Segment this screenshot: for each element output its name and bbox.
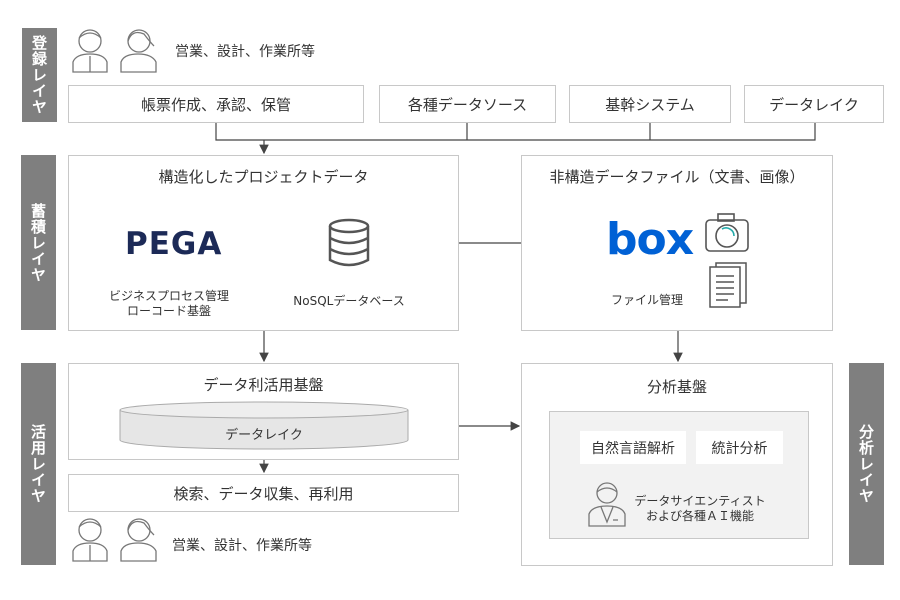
source-forms: 帳票作成、承認、保管 [68, 85, 364, 123]
box-logo: box [606, 214, 694, 265]
layer-use: 活用レイヤ [21, 363, 56, 565]
pega-caption: ビジネスプロセス管理ローコード基盤 [108, 289, 229, 318]
data-scientist-caption: データサイエンティストおよび各種ＡＩ機能 [634, 494, 766, 523]
structured-data-box: 構造化したプロジェクトデータ PEGA ビジネスプロセス管理ローコード基盤 No… [68, 155, 459, 331]
document-icon [709, 262, 747, 308]
users-icon-bottom [72, 518, 157, 562]
analysis-platform-box: 分析基盤 自然言語解析 統計分析 データサイエンティストおよび各種ＡＩ機能 [521, 363, 833, 566]
source-data-lake: データレイク [744, 85, 884, 123]
unstructured-data-box: 非構造データファイル（文書、画像） box ファイル管理 [521, 155, 833, 331]
layer-register: 登録レイヤ [22, 28, 57, 122]
layer-store: 蓄積レイヤ [21, 155, 56, 330]
camera-icon [705, 213, 749, 252]
statistics-box: 統計分析 [696, 431, 783, 464]
search-collect-reuse-box: 検索、データ収集、再利用 [68, 474, 459, 512]
database-icon [328, 218, 370, 267]
layer-analysis: 分析レイヤ [849, 363, 884, 565]
structured-title: 構造化したプロジェクトデータ [158, 168, 369, 186]
pega-logo: PEGA [125, 226, 223, 262]
data-lake-label: データレイク [225, 428, 303, 443]
data-lake-cylinder [119, 401, 409, 450]
nosql-caption: NoSQLデータベース [293, 294, 405, 308]
users-icon [72, 29, 157, 73]
unstructured-title: 非構造データファイル（文書、画像） [549, 168, 805, 186]
analysis-inner-panel: 自然言語解析 統計分析 データサイエンティストおよび各種ＡＩ機能 [549, 411, 809, 539]
file-management-caption: ファイル管理 [610, 293, 683, 307]
nlp-box: 自然言語解析 [580, 431, 686, 464]
top-users-label: 営業、設計、作業所等 [175, 44, 315, 60]
data-scientist-icon [588, 482, 626, 527]
analysis-title: 分析基盤 [646, 378, 707, 396]
bottom-users-label: 営業、設計、作業所等 [172, 538, 312, 554]
source-core-system: 基幹システム [569, 85, 731, 123]
utilization-title: データ利活用基盤 [203, 376, 324, 394]
source-various: 各種データソース [379, 85, 556, 123]
